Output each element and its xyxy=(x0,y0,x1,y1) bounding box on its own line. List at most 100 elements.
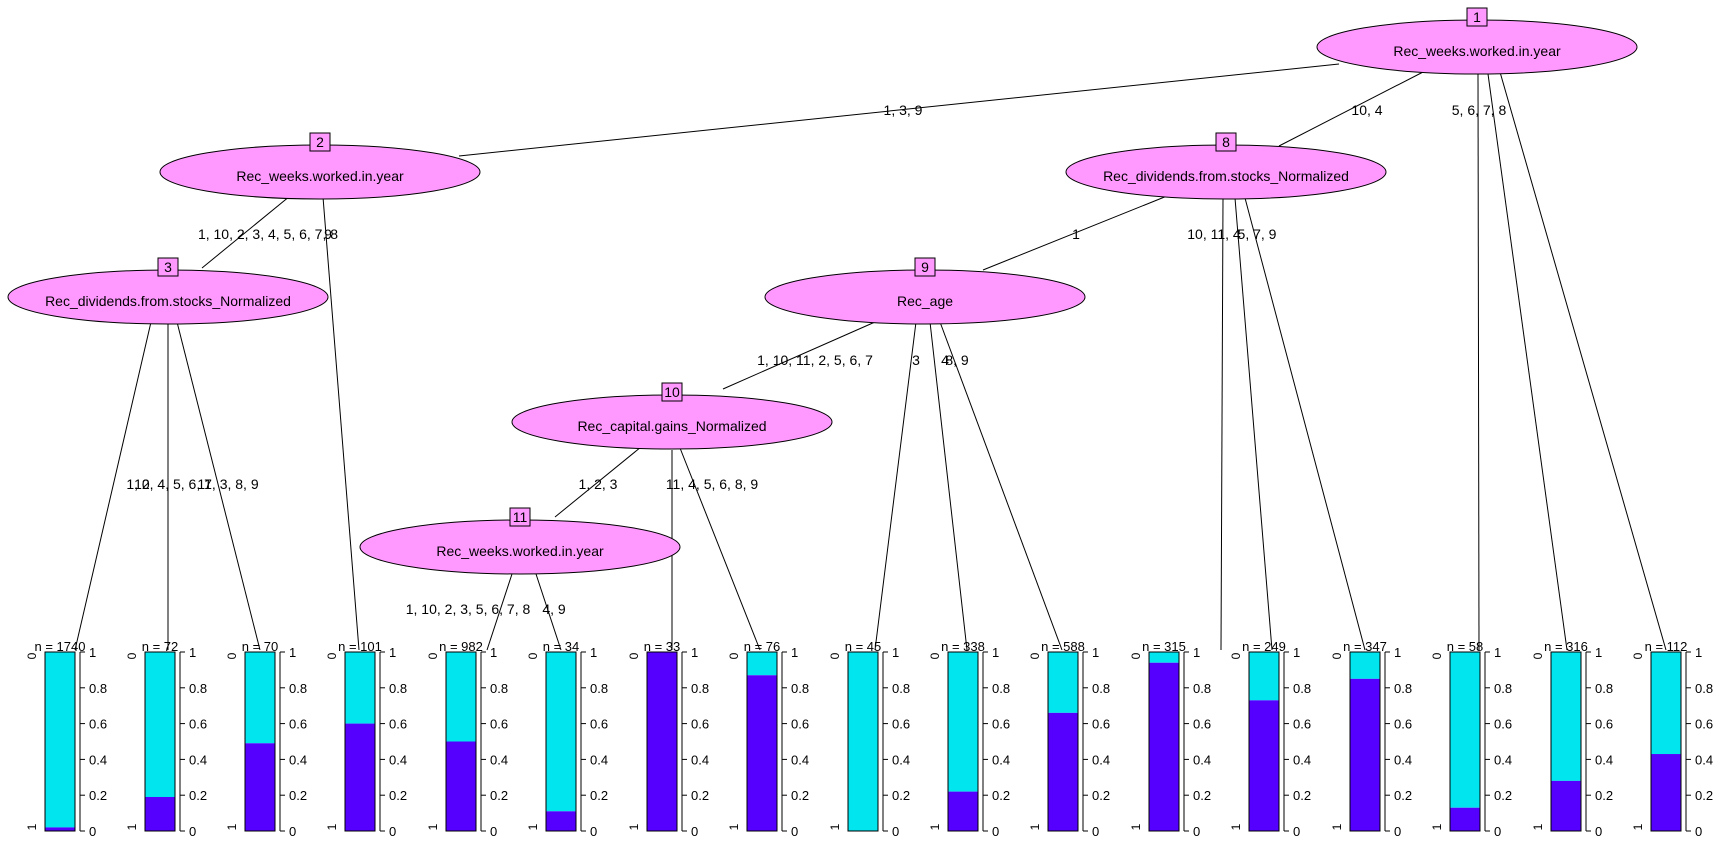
class-label-0: 0 xyxy=(828,652,842,659)
axis-tick-label: 1 xyxy=(590,645,597,660)
axis-tick-label: 0.8 xyxy=(992,681,1010,696)
edge-line xyxy=(458,63,1340,157)
axis-tick-label: 0 xyxy=(1595,824,1602,839)
class-label-1: 1 xyxy=(426,823,440,830)
class-label-0: 0 xyxy=(1531,652,1545,659)
leaf-bar-frame xyxy=(545,651,577,832)
class-label-1: 1 xyxy=(225,823,239,830)
axis-tick-label: 0.4 xyxy=(791,752,809,767)
split-label: 1, 10, 2, 3, 4, 5, 6, 7, 8 xyxy=(198,226,338,242)
leaf-n-label: n = 45 xyxy=(845,639,882,654)
split-label: 4, 9 xyxy=(542,601,566,617)
leaf-n-label: n = 70 xyxy=(242,639,279,654)
leaf-n-label: n = 58 xyxy=(1447,639,1484,654)
node-variable-label: Rec_capital.gains_Normalized xyxy=(577,418,766,434)
axis-tick-label: 0.4 xyxy=(1394,752,1412,767)
edge-line xyxy=(486,573,513,651)
class-label-0: 0 xyxy=(225,652,239,659)
leaf-bar-class-0 xyxy=(145,652,175,797)
axis-tick-label: 0.4 xyxy=(189,752,207,767)
node-id: 8 xyxy=(1222,134,1230,150)
axis-tick-label: 0 xyxy=(289,824,296,839)
class-label-1: 1 xyxy=(526,823,540,830)
split-label: 1, 2, 3 xyxy=(579,476,618,492)
edge-line xyxy=(1244,197,1366,651)
leaf-bar-class-1 xyxy=(1551,780,1581,831)
class-label-1: 1 xyxy=(125,823,139,830)
node-variable-label: Rec_dividends.from.stocks_Normalized xyxy=(45,293,291,309)
leaf-bar-class-1 xyxy=(145,796,175,831)
edge-line xyxy=(939,321,1063,651)
axis-tick-label: 0 xyxy=(590,824,597,839)
leaf-bar-class-1 xyxy=(747,675,777,831)
axis-tick-label: 0.4 xyxy=(1695,752,1713,767)
axis-tick-label: 0.4 xyxy=(1193,752,1211,767)
axis-tick-label: 0 xyxy=(389,824,396,839)
axis-tick-label: 0.6 xyxy=(791,717,809,732)
split-label: 4 xyxy=(941,352,949,368)
axis-tick-label: 0.4 xyxy=(289,752,307,767)
node-id-box xyxy=(1215,132,1237,152)
axis-tick-label: 0.8 xyxy=(1394,681,1412,696)
split-label: 11, 3, 8, 9 xyxy=(197,476,258,492)
class-label-0: 0 xyxy=(1631,652,1645,659)
node-id-box xyxy=(157,257,179,277)
edge-line xyxy=(874,321,917,651)
node-id-box xyxy=(914,257,936,277)
node-variable-label: Rec_weeks.worked.in.year xyxy=(436,543,604,559)
axis-tick-label: 0.2 xyxy=(490,788,508,803)
leaf-n-label: n = 588 xyxy=(1041,639,1085,654)
leaf-bar-class-0 xyxy=(546,652,576,812)
leaf-n-label: n = 76 xyxy=(744,639,781,654)
axis-tick-label: 0 xyxy=(1193,824,1200,839)
class-label-0: 0 xyxy=(727,652,741,659)
edge-line xyxy=(201,195,291,269)
axis-tick-label: 0 xyxy=(89,824,96,839)
class-label-0: 0 xyxy=(1129,652,1143,659)
axis-tick-label: 1 xyxy=(1394,645,1401,660)
node-variable-label: Rec_weeks.worked.in.year xyxy=(236,168,404,184)
axis-tick-label: 0.2 xyxy=(389,788,407,803)
axis-tick-label: 0 xyxy=(189,824,196,839)
leaf-n-label: n = 316 xyxy=(1544,639,1588,654)
inner-nodes: 1Rec_weeks.worked.in.year2Rec_weeks.work… xyxy=(7,7,1638,575)
axis-tick-label: 0.2 xyxy=(590,788,608,803)
leaf-bar-class-1 xyxy=(245,743,275,831)
axis-tick-label: 0 xyxy=(1695,824,1702,839)
axis-tick-label: 0.8 xyxy=(89,681,107,696)
axis-tick-label: 0.6 xyxy=(1595,717,1613,732)
leaf-bar-class-1 xyxy=(1249,700,1279,831)
axis-tick-label: 0.6 xyxy=(89,717,107,732)
axis-tick-label: 0 xyxy=(1092,824,1099,839)
axis-tick-label: 0 xyxy=(490,824,497,839)
edge-line xyxy=(1477,73,1480,651)
leaf-bar-class-1 xyxy=(45,827,75,831)
leaf-bar-class-0 xyxy=(446,652,476,742)
split-label: 5, 6, 7, 8 xyxy=(1452,102,1507,118)
leaf-bar-frame xyxy=(1047,651,1079,832)
axis-tick-label: 1 xyxy=(289,645,296,660)
axis-tick-label: 0.8 xyxy=(1494,681,1512,696)
class-label-0: 0 xyxy=(125,652,139,659)
class-label-0: 0 xyxy=(526,652,540,659)
axis-tick-label: 0.6 xyxy=(992,717,1010,732)
class-label-1: 1 xyxy=(727,823,741,830)
leaf-bar-frame xyxy=(1248,651,1280,832)
class-label-0: 0 xyxy=(426,652,440,659)
leaf-bar-class-1 xyxy=(1350,678,1380,831)
class-label-1: 1 xyxy=(928,823,942,830)
axis-tick-label: 0 xyxy=(892,824,899,839)
class-label-1: 1 xyxy=(325,823,339,830)
leaf-n-label: n = 982 xyxy=(439,639,483,654)
axis-tick-label: 0 xyxy=(1293,824,1300,839)
axis-tick-label: 1 xyxy=(1092,645,1099,660)
